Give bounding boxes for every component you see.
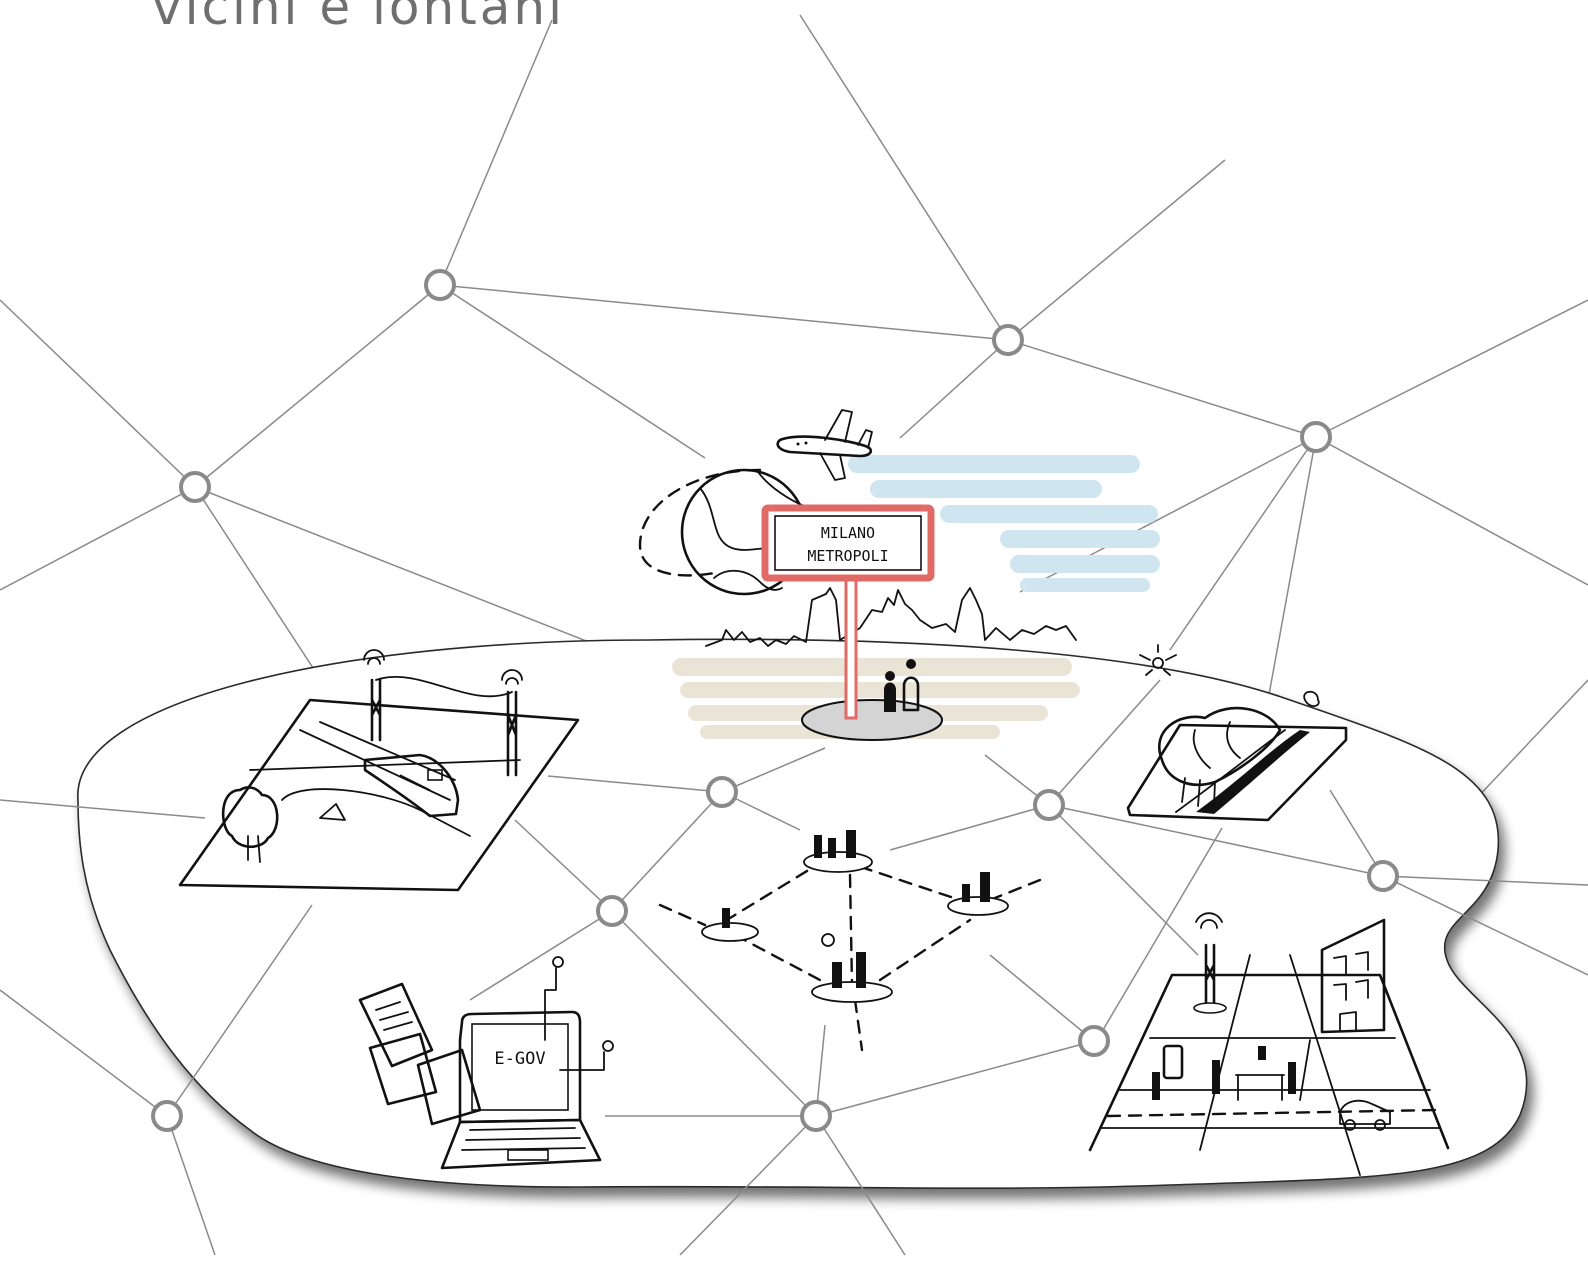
butterfly-icon [1303, 690, 1320, 707]
network-node [1033, 789, 1065, 821]
network-node [596, 895, 628, 927]
skyline [705, 587, 1077, 647]
laptop-keyboard [440, 1118, 602, 1170]
park-tile-illustration [1126, 644, 1348, 822]
laptop-screen-label: E-GOV [494, 1049, 545, 1069]
sign-pole [844, 576, 858, 720]
laptop-screen [458, 1010, 582, 1124]
people-network-illustration [658, 830, 1042, 1052]
phone-icon [1162, 1044, 1184, 1080]
airplane-icon [776, 409, 873, 481]
network-nodes [151, 269, 1399, 1132]
network-node [1078, 1025, 1110, 1057]
city-illustration: MILANO METROPOLI [638, 409, 1160, 741]
network-node [992, 324, 1024, 356]
building-icon [1320, 918, 1386, 1034]
network-node [179, 471, 211, 503]
sign-line-1: MILANO [821, 524, 875, 542]
network-node [800, 1100, 832, 1132]
rail-tile-illustration [178, 649, 580, 892]
network-node [151, 1100, 183, 1132]
train-icon [363, 753, 460, 818]
network-node [1367, 860, 1399, 892]
sign-line-2: METROPOLI [807, 547, 888, 565]
network-node [706, 776, 738, 808]
network-node [424, 269, 456, 301]
sky-patches [848, 455, 1160, 592]
city-sign: MILANO METROPOLI [761, 504, 935, 582]
sign-base [801, 699, 943, 741]
egov-laptop-illustration: E-GOV [358, 956, 614, 1170]
page-heading: vicini e lontani [152, 0, 565, 36]
network-lines-foreground [0, 679, 1588, 1256]
car-icon [319, 803, 346, 821]
people-at-tables [1152, 1046, 1296, 1100]
network-lines-background [0, 14, 1588, 801]
tree-cluster-icon [1158, 706, 1282, 807]
tree-icon [221, 786, 279, 863]
wifi-tower-icon [1193, 912, 1227, 1014]
network-node [1300, 421, 1332, 453]
sun-icon [1139, 644, 1177, 676]
signal-tower-icon [363, 649, 523, 777]
car-icon [1339, 1099, 1391, 1131]
people-figures [884, 659, 920, 712]
smart-city-illustration [1088, 912, 1450, 1176]
